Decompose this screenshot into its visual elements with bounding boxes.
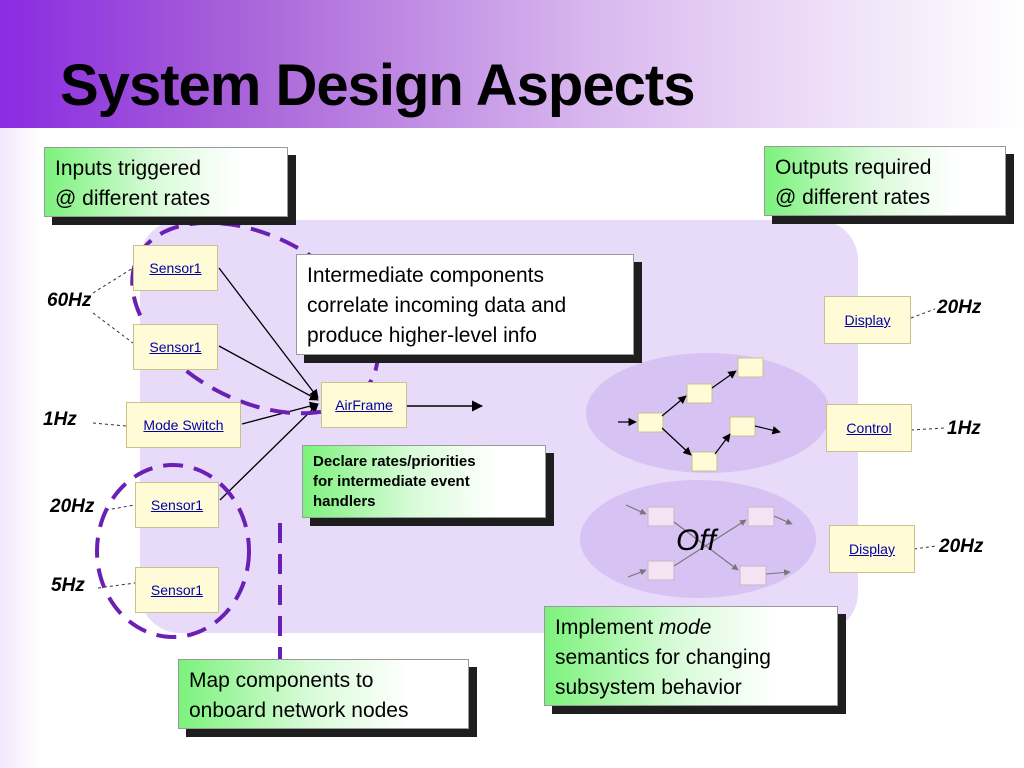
sensor-node-3[interactable]: Sensor1: [135, 482, 219, 528]
node-int-4: [729, 416, 756, 437]
callout-declare-rates: Declare rates/priorities for intermediat…: [302, 445, 546, 518]
edge-mode-in-1: [625, 504, 647, 515]
control-node[interactable]: Control: [826, 404, 912, 452]
node-int-3: [737, 357, 764, 378]
callout-intermediate-line1: Intermediate components: [307, 264, 544, 287]
sensor-node-4[interactable]: Sensor1: [135, 567, 219, 613]
sensor-node-1[interactable]: Sensor1: [133, 245, 218, 291]
callout-mode-line3: subsystem behavior: [555, 676, 742, 699]
mode-ellipse: [580, 480, 816, 598]
callout-outputs: Outputs required @ different rates: [764, 146, 1006, 216]
sensor-node-4-label: Sensor1: [150, 582, 204, 598]
node-mode-3: [647, 560, 675, 581]
callout-outputs-line1: Outputs required: [775, 156, 932, 179]
mode-switch-label: Mode Switch: [143, 417, 224, 433]
sensor-node-2[interactable]: Sensor1: [133, 324, 218, 370]
leader-60hz-sensor-b: [92, 312, 134, 344]
rate-label-1hz-input: 1Hz: [43, 409, 77, 430]
header-background: [0, 0, 1024, 128]
callout-mode-prefix: Implement: [555, 616, 659, 639]
callout-declare-line1: Declare rates/priorities: [313, 453, 476, 470]
leader-1hz-mode: [92, 422, 127, 427]
control-label: Control: [846, 420, 892, 436]
sensor-node-3-label: Sensor1: [150, 497, 204, 513]
edge-sensor-b-airframe: [218, 345, 319, 401]
callout-map-line1: Map components to: [189, 669, 374, 692]
callout-inputs-line1: Inputs triggered: [55, 157, 201, 180]
callout-inputs: Inputs triggered @ different rates: [44, 147, 288, 217]
rate-label-60hz: 60Hz: [47, 290, 92, 311]
rate-label-20hz-output-top: 20Hz: [937, 297, 982, 318]
rate-label-20hz-input: 20Hz: [50, 496, 95, 517]
node-mode-2: [747, 506, 775, 527]
rate-label-5hz: 5Hz: [51, 575, 85, 596]
display-bottom-label: Display: [849, 541, 895, 557]
callout-declare-line3: handlers: [313, 493, 376, 510]
callout-intermediate-line2: correlate incoming data and: [307, 294, 567, 317]
edge-mode-4-out: [765, 569, 791, 576]
callout-mode-line2: semantics for changing: [555, 646, 771, 669]
mode-off-label: Off: [676, 524, 717, 557]
leader-20hz-display-bottom: [913, 545, 937, 550]
airframe-node[interactable]: AirFrame: [321, 382, 407, 428]
rate-label-20hz-output-bottom: 20Hz: [939, 536, 984, 557]
callout-outputs-line2: @ different rates: [775, 186, 931, 209]
edge-mode-3-2: [673, 519, 747, 567]
edge-sensor-a-airframe: [218, 267, 319, 399]
rate-label-1hz-output: 1Hz: [947, 418, 981, 439]
edge-mode-2-out: [773, 515, 793, 525]
edge-int-4-out: [754, 425, 781, 435]
slide-title: System Design Aspects: [60, 53, 695, 118]
display-top-label: Display: [844, 312, 891, 328]
callout-intermediate: Intermediate components correlate incomi…: [296, 254, 634, 355]
edge-mode-switch-airframe: [241, 401, 319, 425]
ring-lower-dashed: [95, 463, 251, 639]
leader-20hz-sensor-c: [105, 504, 136, 511]
node-mode-4: [739, 565, 767, 586]
edge-int-5-4: [714, 433, 731, 455]
sensor-node-2-label: Sensor1: [149, 339, 202, 355]
callout-mode-semantics: Implement mode semantics for changing su…: [544, 606, 838, 706]
leader-1hz-control: [910, 427, 946, 431]
callout-intermediate-line3: produce higher-level info: [307, 324, 537, 347]
airframe-label: AirFrame: [335, 397, 393, 413]
edge-mode-in-3: [627, 569, 647, 578]
callout-inputs-line2: @ different rates: [55, 187, 211, 210]
node-int-5: [691, 451, 718, 472]
node-mode-1: [647, 506, 675, 527]
leader-60hz-sensor-a: [92, 267, 134, 294]
edge-sensor-c-airframe: [219, 403, 319, 501]
mode-switch-node[interactable]: Mode Switch: [126, 402, 241, 448]
display-node-bottom[interactable]: Display: [829, 525, 915, 573]
callout-mode-line1: Implement mode: [555, 613, 827, 643]
edge-int-2-3: [711, 370, 737, 389]
ring-upper-dashed: [130, 220, 380, 416]
left-accent-strip: [0, 128, 40, 768]
callout-mode-emphasis: mode: [658, 616, 712, 639]
sensor-node-1-label: Sensor1: [149, 260, 202, 276]
callout-map-components: Map components to onboard network nodes: [178, 659, 469, 729]
edge-int-1-5: [661, 427, 692, 456]
leader-20hz-display-top: [910, 308, 936, 319]
node-int-2: [686, 383, 713, 404]
edge-int-1-2: [661, 395, 687, 417]
callout-map-line2: onboard network nodes: [189, 699, 409, 722]
node-int-1: [637, 412, 664, 433]
callout-declare-line2: for intermediate event: [313, 473, 470, 490]
display-node-top[interactable]: Display: [824, 296, 911, 344]
